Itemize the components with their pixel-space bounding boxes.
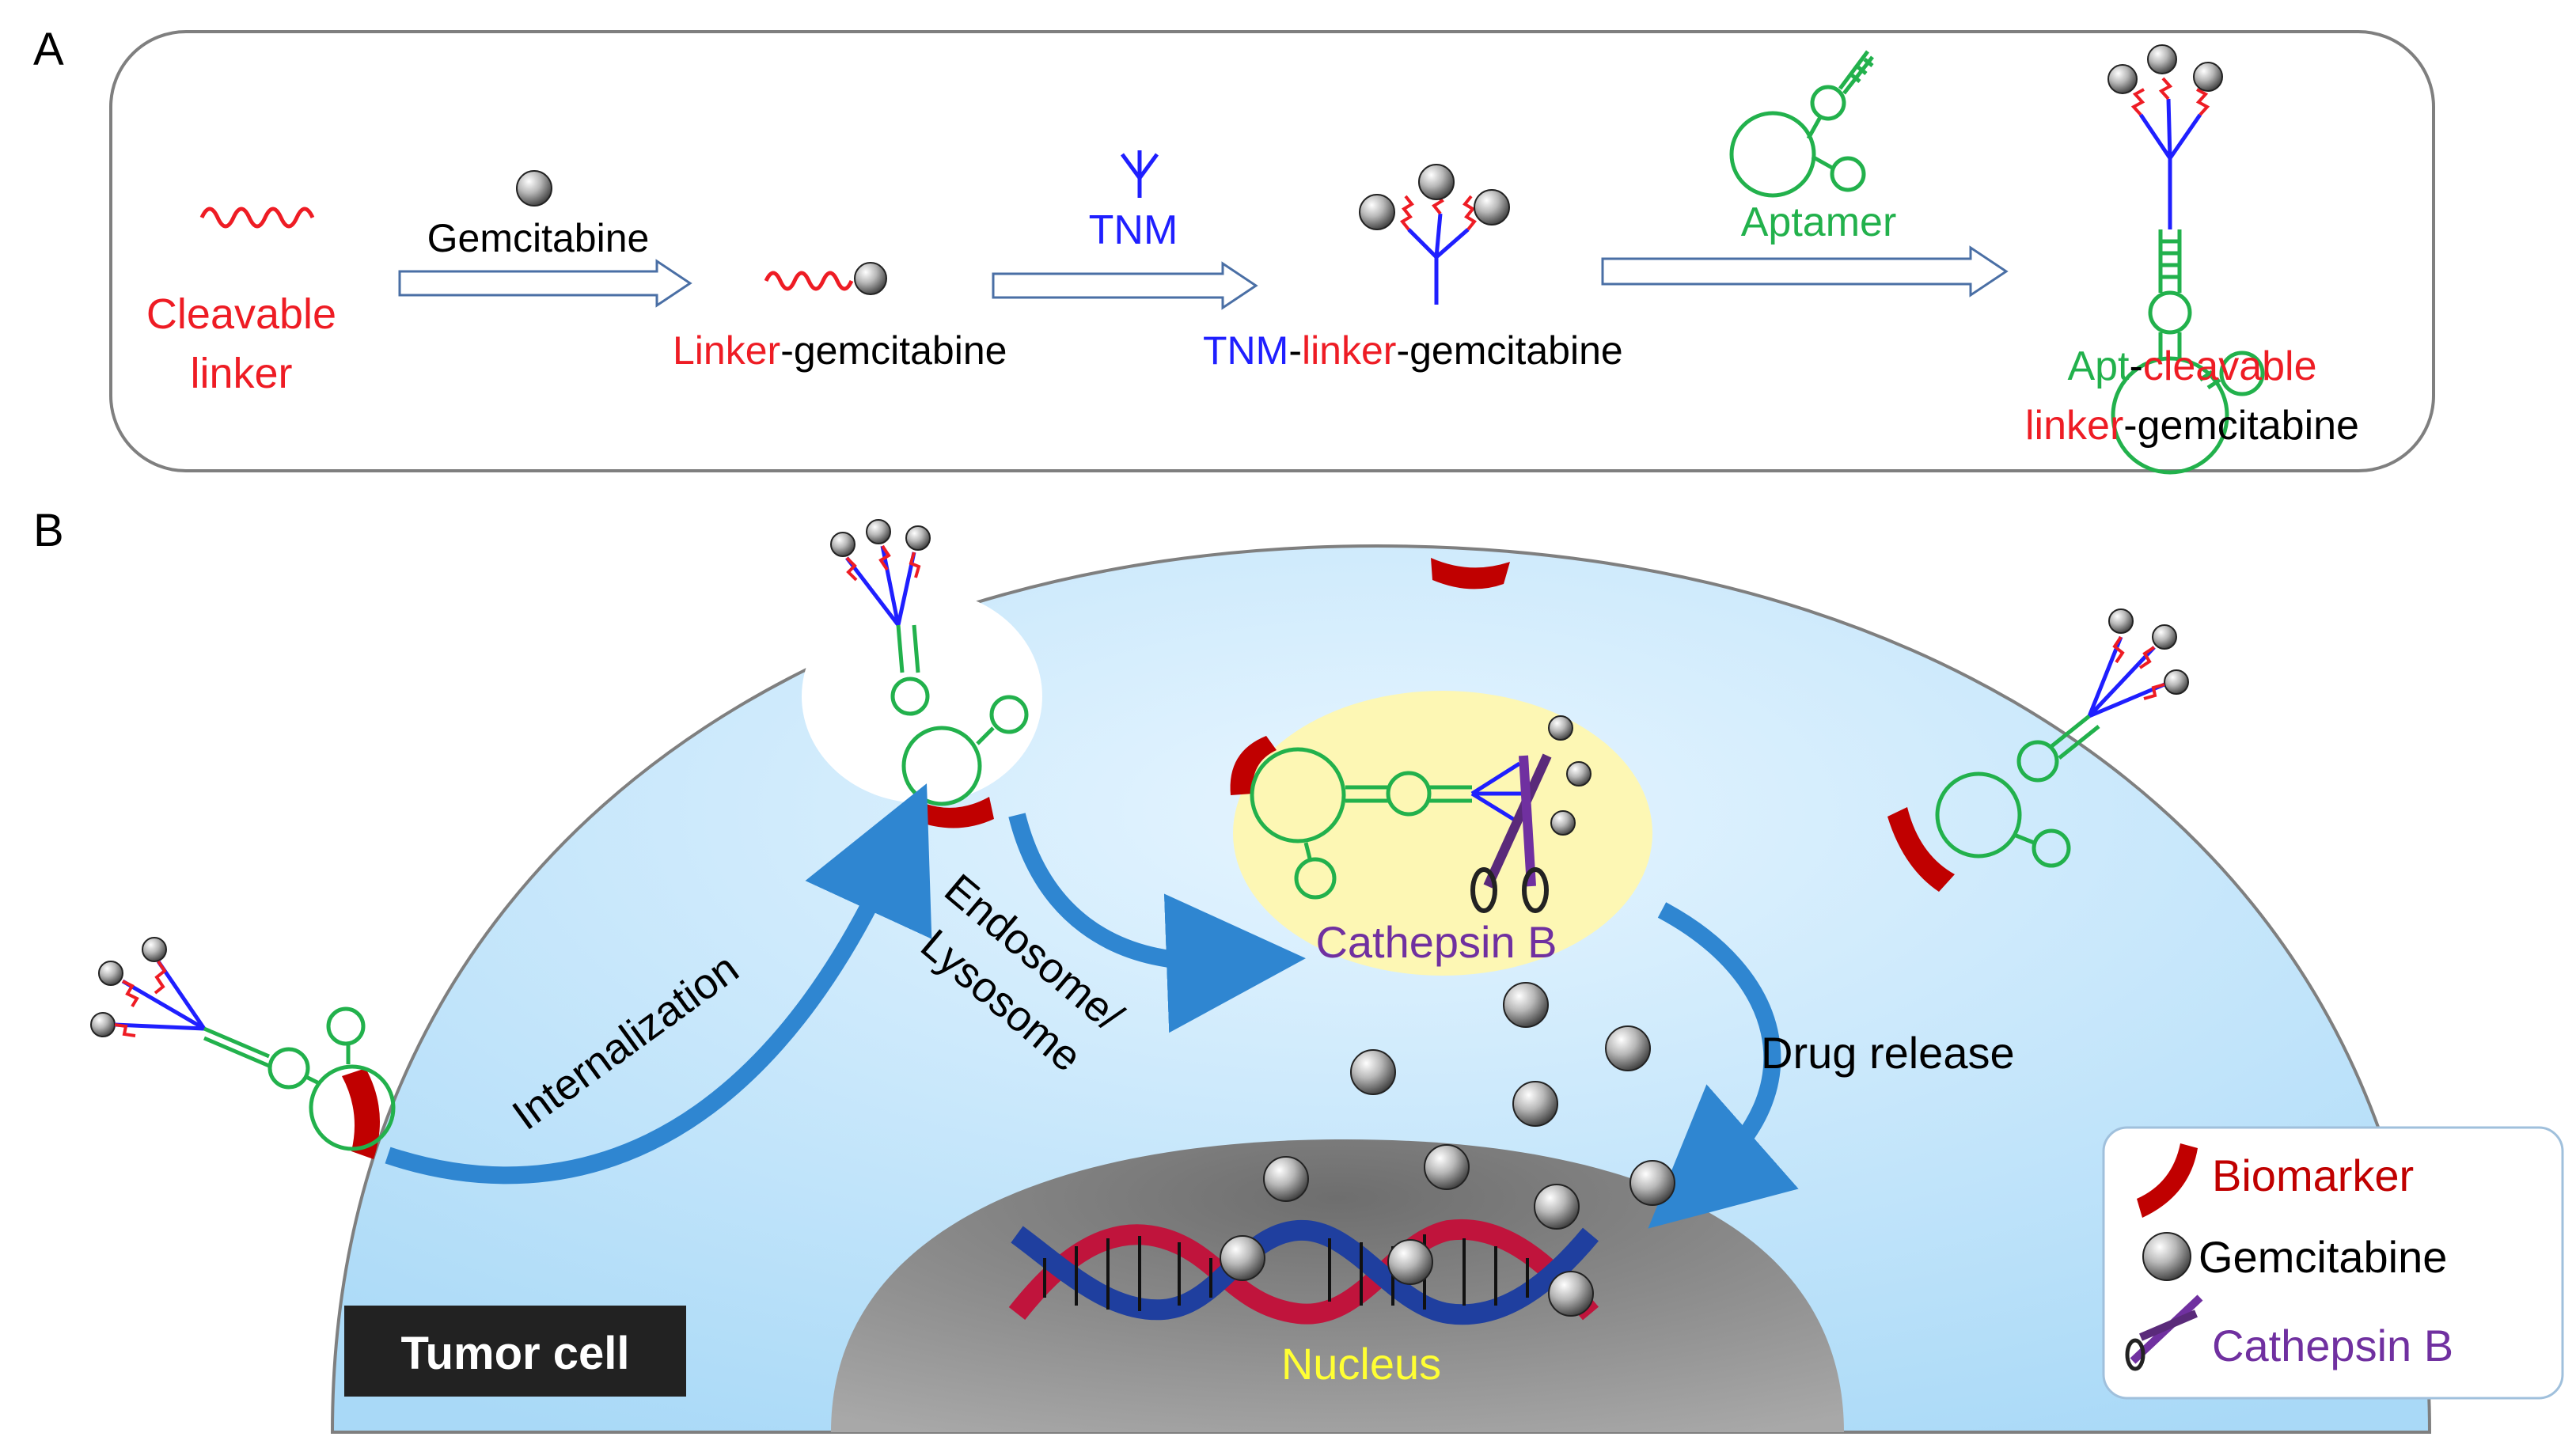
internalization-arrow xyxy=(385,783,932,1185)
nucleus xyxy=(831,1139,1844,1432)
aptamer-conjugate-vesicle xyxy=(830,519,1029,806)
tnm-step-label: TNM xyxy=(1089,207,1178,253)
endosome-arrow xyxy=(1008,813,1306,1033)
biomarker-right xyxy=(1887,807,1955,892)
legend-biomarker-swatch xyxy=(2137,1143,2198,1218)
scissors-icon-lysosome xyxy=(1470,753,1552,913)
step-arrow-1 xyxy=(398,259,692,308)
gemcitabine-ball xyxy=(516,170,552,207)
aptamer-icon xyxy=(1729,50,1874,198)
legend-cathepsin-label: Cathepsin B xyxy=(2212,1321,2453,1370)
legend-gemcitabine-swatch xyxy=(2142,1232,2191,1281)
aptamer-conjugate-left xyxy=(90,937,396,1151)
panel-b-letter: B xyxy=(33,505,64,556)
legend-biomarker-label: Biomarker xyxy=(2212,1150,2414,1200)
cleavable-label: Cleavable xyxy=(146,290,336,338)
step-arrow-3 xyxy=(1601,245,2009,298)
nucleus-label: Nucleus xyxy=(1281,1339,1441,1389)
tnm-linker-gem-molecule xyxy=(1359,164,1510,305)
linker-gem-wave xyxy=(764,271,854,291)
tumor-cell-badge xyxy=(344,1306,686,1397)
tnm-icon xyxy=(1120,150,1159,198)
apt-conjugate-molecule xyxy=(2107,44,2265,475)
step-arrow-2 xyxy=(992,261,1258,310)
panel-a-letter: A xyxy=(33,24,64,75)
cleavable-linker-wave xyxy=(199,207,315,229)
scissors-icon xyxy=(2125,1294,2203,1371)
biomarker-left xyxy=(342,1068,380,1159)
endocytic-vesicle xyxy=(802,589,1042,803)
legend-gemcitabine-label: Gemcitabine xyxy=(2199,1232,2447,1282)
biomarker-vesicle xyxy=(915,797,994,828)
aptamer-conjugate-lysosome xyxy=(1250,715,1592,900)
biomarker-lysosome xyxy=(1230,736,1277,795)
linker-gem-ball xyxy=(854,262,887,295)
tnm-linker-gem-label: TNM-linker-gemcitabine xyxy=(1203,328,1623,373)
linker-label: linker xyxy=(190,350,292,397)
aptamer-step-label: Aptamer xyxy=(1741,199,1897,245)
gemcitabine-step-label: Gemcitabine xyxy=(427,216,650,260)
final-label-line2: linker-gemcitabine xyxy=(2025,403,2359,449)
linker-gem-label: Linker-gemcitabine xyxy=(673,328,1007,373)
dna-helix xyxy=(1008,1219,1599,1325)
tumor-cell-label: Tumor cell xyxy=(401,1328,630,1379)
final-label-line1: Apt-cleavable xyxy=(2067,343,2316,389)
drug-release-arrow xyxy=(1648,902,1799,1229)
drug-release-label: Drug release xyxy=(1761,1028,2015,1078)
cathepsin-label: Cathepsin B xyxy=(1315,917,1557,967)
biomarker-top xyxy=(1431,558,1510,589)
aptamer-conjugate-right xyxy=(1935,608,2189,868)
panel-a-frame xyxy=(109,30,2435,472)
legend: Biomarker Gemcitabine Cathepsin B xyxy=(2102,1126,2564,1400)
released-gemcitabine xyxy=(1220,982,1675,1317)
